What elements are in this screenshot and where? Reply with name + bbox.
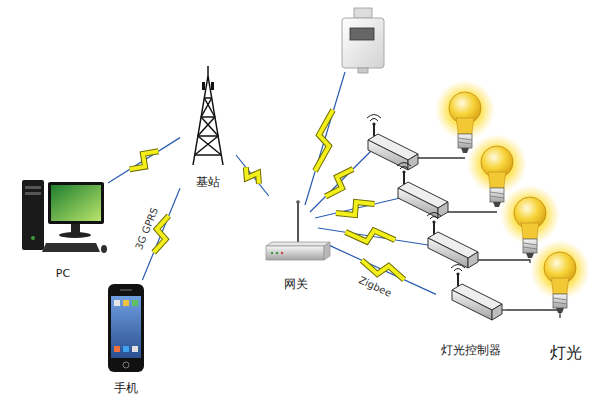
pc-terminal: PC bbox=[18, 168, 108, 283]
node-label: 灯光 bbox=[550, 344, 582, 362]
wireless-link bbox=[236, 155, 269, 196]
base-station: 基站 bbox=[180, 68, 236, 192]
light-bulb: 灯光 bbox=[542, 238, 590, 364]
link-label-holder: 3G GPRS bbox=[129, 203, 163, 253]
wireless-link bbox=[108, 138, 180, 183]
wire-connector bbox=[506, 310, 542, 311]
link-label-holder: Zigbee bbox=[356, 270, 397, 301]
node-label: 网关 bbox=[284, 278, 308, 292]
gateway: 网关 bbox=[262, 196, 330, 294]
wireless-link bbox=[305, 72, 428, 245]
link-label: Zigbee bbox=[356, 274, 394, 299]
mobile-phone: 手机 bbox=[98, 280, 154, 398]
node-label: 灯光控制器 bbox=[441, 344, 501, 358]
light-controller: 灯光控制器 bbox=[436, 270, 506, 360]
node-label: 手机 bbox=[114, 382, 138, 396]
link-label: 3G GPRS bbox=[133, 205, 161, 252]
node-label: PC bbox=[56, 268, 70, 281]
node-label: 基站 bbox=[196, 176, 220, 190]
